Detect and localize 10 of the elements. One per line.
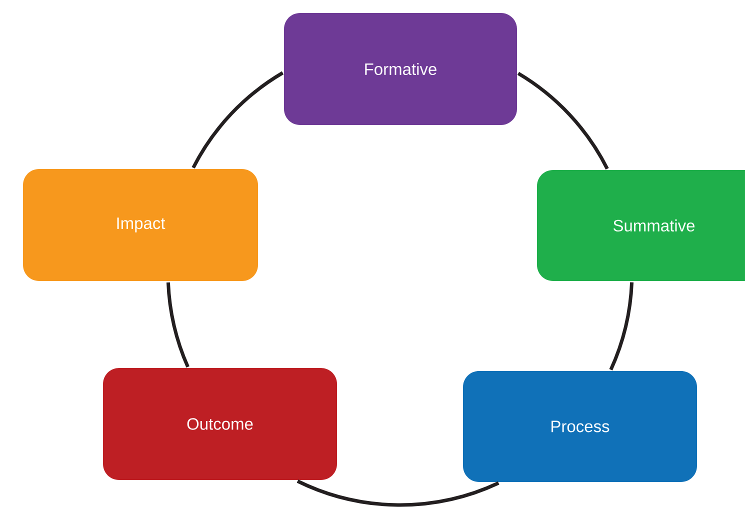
connector-arc <box>192 71 284 169</box>
process-box: Process <box>463 370 697 482</box>
connector-arc <box>296 480 500 507</box>
connector-arc <box>517 72 609 170</box>
connector-arc <box>166 282 190 368</box>
process-box: Impact <box>23 169 258 281</box>
process-box: Formative <box>284 13 517 125</box>
connector-arc <box>609 282 634 370</box>
process-box: Summative <box>537 170 745 281</box>
process-box: Outcome <box>103 368 337 480</box>
